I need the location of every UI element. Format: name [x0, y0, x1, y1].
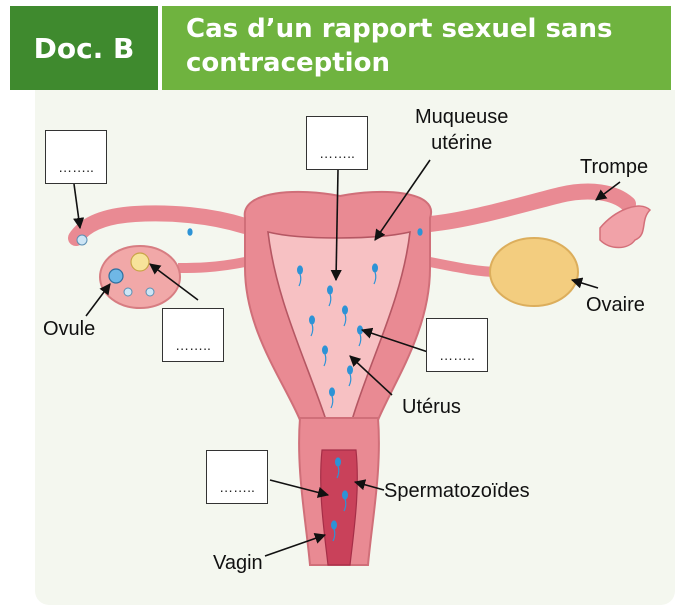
label-vagin: Vagin	[213, 552, 263, 575]
left-ovarian-ligament	[178, 262, 245, 268]
label-ovaire: Ovaire	[586, 294, 645, 317]
right-fimbriae	[600, 206, 650, 247]
label-muqueuse-line2: utérine	[415, 130, 508, 156]
pointer-ovule	[86, 284, 110, 316]
pointer-box-top-left	[74, 184, 80, 228]
answer-box-top-left[interactable]: ……..	[45, 130, 107, 184]
label-spermatozoides: Spermatozoïdes	[384, 480, 530, 503]
label-ovule: Ovule	[43, 318, 95, 341]
right-fallopian-tube	[430, 192, 628, 224]
label-muqueuse-uterine: Muqueuse utérine	[415, 104, 508, 156]
answer-box-top-center[interactable]: ……..	[306, 116, 368, 170]
label-muqueuse-line1: Muqueuse	[415, 104, 508, 130]
tube-ovule	[77, 235, 87, 245]
label-uterus: Utérus	[402, 396, 461, 419]
ovarian-cell-1	[124, 288, 132, 296]
vaginal-canal	[321, 450, 358, 565]
left-fallopian-tube	[76, 213, 245, 238]
answer-box-middle-right[interactable]: ……..	[426, 318, 488, 372]
ovule-cell	[109, 269, 123, 283]
right-ovarian-ligament	[430, 262, 498, 272]
ovarian-cell-2	[146, 288, 154, 296]
answer-box-bottom-left[interactable]: ……..	[206, 450, 268, 504]
label-trompe: Trompe	[580, 156, 648, 179]
ovarian-follicle	[131, 253, 149, 271]
right-ovary	[490, 238, 578, 306]
answer-box-middle-left[interactable]: ……..	[162, 308, 224, 362]
